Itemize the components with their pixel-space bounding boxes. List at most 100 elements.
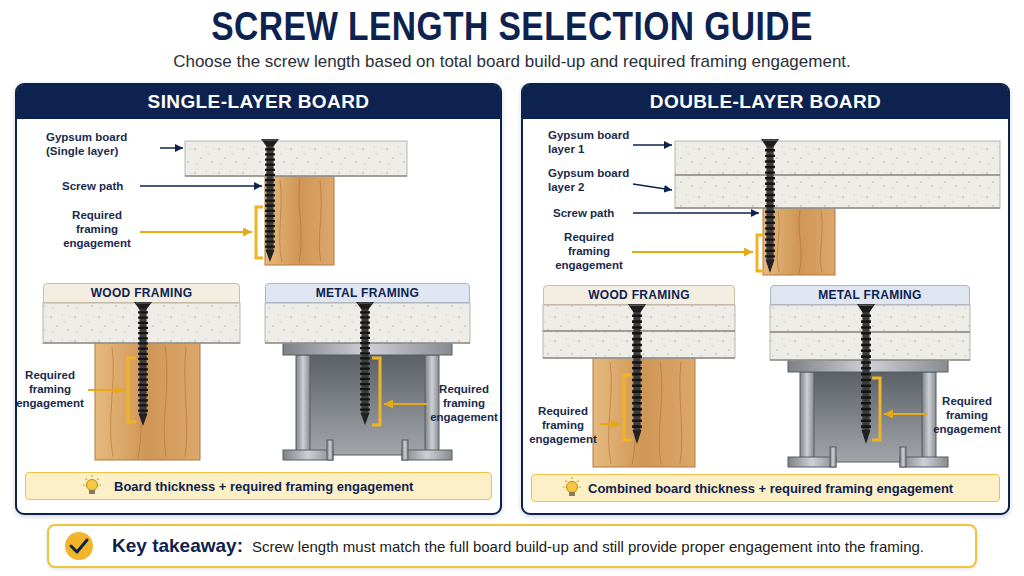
metal-stud [830, 447, 836, 467]
leader-arrow [140, 185, 262, 187]
gypsum-board [185, 141, 407, 176]
engagement-bracket [128, 358, 136, 422]
gypsum-board [185, 175, 407, 177]
takeaway-box: Key takeaway: Screw length must match the… [47, 524, 977, 568]
wood-stud [763, 208, 835, 275]
engagement-bracket [624, 375, 631, 440]
formula-text: Board thickness + required framing engag… [114, 479, 413, 494]
engagement-arrow [384, 403, 428, 405]
metal-stud [327, 440, 333, 460]
panel-heading: DOUBLE-LAYER BOARD [523, 85, 1008, 119]
gypsum-board [770, 305, 970, 360]
check-icon [65, 532, 93, 560]
check-icon [65, 532, 93, 560]
bulb-icon [569, 492, 575, 496]
formula-box: Combined board thickness + required fram… [531, 474, 1000, 502]
framing-panel: METAL FRAMING [265, 283, 470, 460]
metal-stud [300, 355, 435, 455]
metal-stud [283, 450, 333, 460]
wood-stud [111, 345, 187, 458]
metal-stud [402, 450, 452, 460]
metal-stud [900, 457, 948, 467]
gypsum-board [675, 174, 1000, 176]
gypsum-board [675, 175, 1000, 208]
screw [628, 304, 646, 444]
framing-heading: WOOD FRAMING [43, 283, 240, 303]
gypsum-board [43, 303, 240, 343]
framing-panel: WOOD FRAMING [43, 283, 240, 460]
engagement-arrow [88, 232, 928, 424]
gypsum-board [675, 207, 1000, 209]
metal-stud [402, 440, 408, 460]
gypsum-board [543, 331, 735, 358]
engagement-arrow [140, 231, 252, 233]
metal-stud [296, 355, 310, 455]
bulb-icon [567, 482, 578, 493]
metal-stud [788, 457, 836, 467]
screw [857, 304, 875, 444]
bulb-icon [87, 480, 98, 491]
framing-panel: METAL FRAMING [770, 285, 970, 467]
leader-arrow [140, 145, 759, 213]
screw [356, 302, 374, 425]
wood-stud [280, 178, 321, 263]
engagement-bracket [872, 378, 880, 440]
gypsum-board [770, 331, 970, 333]
screw [261, 139, 279, 262]
metal-stud [922, 372, 936, 462]
gypsum-board [543, 330, 735, 332]
engagement-arrow [88, 389, 124, 391]
gypsum-board [675, 141, 1000, 208]
panel-heading: SINGLE-LAYER BOARD [17, 85, 500, 119]
framing-heading: METAL FRAMING [265, 283, 470, 303]
gypsum-board [770, 332, 970, 360]
wood-stud [593, 358, 695, 467]
takeaway-text: Screw length must match the full board b… [252, 538, 924, 555]
framing-panel: WOOD FRAMING [543, 285, 735, 467]
leader-arrow [633, 184, 672, 190]
wood-stud [265, 176, 334, 265]
metal-stud [788, 360, 948, 467]
bulb-icon [83, 475, 101, 485]
framing-heading: WOOD FRAMING [543, 285, 735, 305]
metal-stud [900, 447, 906, 467]
takeaway-heading: Key takeaway: [112, 535, 243, 557]
gypsum-board [675, 141, 1000, 175]
gypsum-board [265, 342, 470, 344]
engagement-arrow [632, 251, 753, 253]
engagement-arrow [600, 423, 620, 425]
leader-arrow [633, 212, 759, 214]
check-icon [71, 540, 87, 552]
gypsum-board [185, 141, 407, 176]
leader-arrow [160, 147, 183, 149]
layer-panel: DOUBLE-LAYER BOARD WOOD FRAMING METAL FRAM… [521, 83, 1010, 515]
gypsum-board [265, 303, 470, 343]
wood-stud [95, 343, 200, 460]
gypsum-board [543, 305, 735, 331]
engagement-bracket [372, 358, 380, 425]
wood-stud [777, 210, 822, 273]
bulb-icon [89, 490, 95, 494]
wood-stud [95, 343, 200, 460]
wood-stud [593, 358, 695, 467]
framing-heading: METAL FRAMING [770, 285, 970, 305]
page-caption: Choose the screw length based on total b… [0, 52, 1024, 72]
layer-panel: SINGLE-LAYER BOARD WOOD FRAMING METAL FRAM… [15, 83, 502, 515]
wood-stud [609, 360, 682, 465]
formula-box: Board thickness + required framing engag… [25, 472, 492, 500]
metal-stud [283, 343, 452, 460]
gypsum-board [265, 303, 470, 343]
metal-stud [788, 360, 948, 372]
bulb-icon [83, 475, 101, 494]
gypsum-board [43, 342, 240, 344]
screw [134, 302, 152, 426]
leader-arrow [633, 144, 672, 146]
gypsum-board [770, 305, 970, 332]
metal-stud [425, 355, 439, 455]
gypsum-board [543, 305, 735, 358]
metal-stud [800, 372, 814, 462]
bulb-icon [563, 477, 581, 487]
gypsum-board [770, 359, 970, 361]
